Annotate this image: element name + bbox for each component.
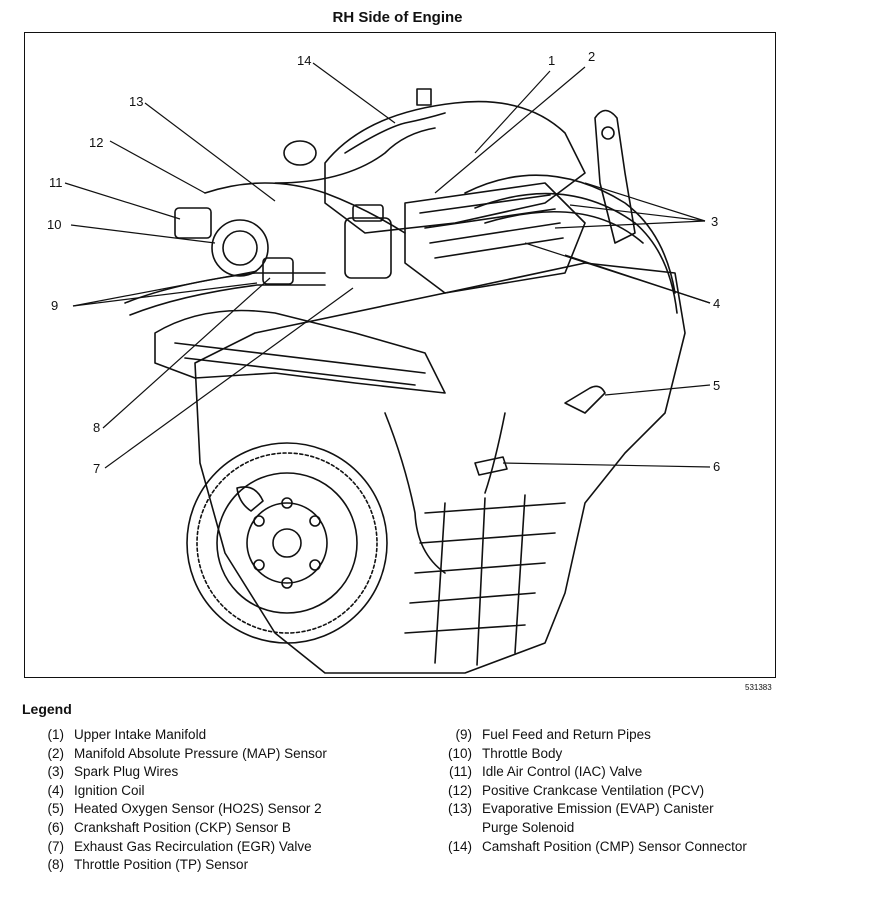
coil-pack xyxy=(404,182,586,294)
pcv-hose xyxy=(204,182,406,234)
cmp-connector-harness xyxy=(344,112,446,154)
callout-10: 10 xyxy=(47,217,62,232)
legend-item: (1)Upper Intake Manifold xyxy=(47,727,207,742)
leader-3c xyxy=(554,220,706,229)
callout-6: 6 xyxy=(713,459,721,474)
leader-9a xyxy=(72,270,258,307)
legend-title: Legend xyxy=(22,701,72,717)
leader-3b xyxy=(569,204,706,222)
callout-5: 5 xyxy=(713,378,721,393)
legend-item: (3)Spark Plug Wires xyxy=(47,764,179,780)
callout-12: 12 xyxy=(89,135,104,150)
legend-item: (11)Idle Air Control (IAC) Valve xyxy=(448,764,643,780)
legend-left-column: (1)Upper Intake Manifold (2)Manifold Abs… xyxy=(30,726,327,875)
egr-valve xyxy=(344,217,392,279)
leader-14 xyxy=(312,62,396,124)
engine-illustration xyxy=(64,62,711,674)
ckp-sensor xyxy=(474,456,508,476)
callout-13: 13 xyxy=(129,94,144,109)
oil-filler-cap xyxy=(283,140,317,166)
throttle-body xyxy=(211,219,269,277)
leader-8 xyxy=(102,277,271,429)
legend-item: (4)Ignition Coil xyxy=(47,782,145,798)
leader-5 xyxy=(604,384,711,396)
legend-item: (2)Manifold Absolute Pressure (MAP) Sens… xyxy=(47,745,327,761)
figure-id: 531383 xyxy=(745,683,772,692)
legend-item: (6)Crankshaft Position (CKP) Sensor B xyxy=(47,819,291,835)
tp-sensor xyxy=(262,257,294,285)
callout-9: 9 xyxy=(51,298,59,313)
callout-1: 1 xyxy=(548,53,556,68)
leader-2 xyxy=(434,66,586,194)
legend-item: (14)Camshaft Position (CMP) Sensor Conne… xyxy=(447,838,747,854)
callout-4: 4 xyxy=(713,296,721,311)
legend-item: (7)Exhaust Gas Recirculation (EGR) Valve xyxy=(47,838,312,854)
legend-item: (12)Positive Crankcase Ventilation (PCV) xyxy=(447,782,705,798)
legend-item: (8)Throttle Position (TP) Sensor xyxy=(47,857,249,873)
engine-illustration-frame: 1 2 3 4 5 6 7 8 9 10 11 12 13 14 xyxy=(24,32,776,678)
callout-14: 14 xyxy=(297,53,312,68)
callout-8: 8 xyxy=(93,420,101,435)
exhaust-manifold xyxy=(154,309,446,394)
leader-6 xyxy=(502,462,711,468)
legend-item-continuation: Purge Solenoid xyxy=(482,819,575,835)
leader-10 xyxy=(70,224,216,244)
fuel-pipes xyxy=(124,272,326,316)
engine-block-outline xyxy=(194,262,686,674)
callout-2: 2 xyxy=(588,49,596,64)
iac-valve xyxy=(174,207,212,239)
oxygen-sensor xyxy=(564,385,606,414)
leader-11 xyxy=(64,182,181,220)
callout-11: 11 xyxy=(49,175,63,190)
legend-item: (13)Evaporative Emission (EVAP) Canister xyxy=(447,801,714,817)
legend-item: (10)Throttle Body xyxy=(447,745,563,761)
flywheel xyxy=(186,442,388,644)
leader-4b xyxy=(564,254,711,304)
upper-intake-manifold xyxy=(324,100,586,234)
legend-item: (5)Heated Oxygen Sensor (HO2S) Sensor 2 xyxy=(47,801,322,817)
diagram-title: RH Side of Engine xyxy=(332,9,463,26)
leader-7 xyxy=(104,287,354,469)
leader-9b xyxy=(72,282,258,307)
leader-12 xyxy=(109,140,206,194)
spark-plug-wires xyxy=(464,174,678,314)
callout-3: 3 xyxy=(711,214,719,229)
leader-13 xyxy=(144,102,276,202)
callout-7: 7 xyxy=(93,461,101,476)
legend-item: (9)Fuel Feed and Return Pipes xyxy=(455,727,651,742)
legend-right-column: (9)Fuel Feed and Return Pipes (10)Thrott… xyxy=(432,726,747,856)
lifting-bracket xyxy=(594,109,636,244)
leader-1 xyxy=(474,70,551,154)
leader-3a xyxy=(584,182,706,222)
